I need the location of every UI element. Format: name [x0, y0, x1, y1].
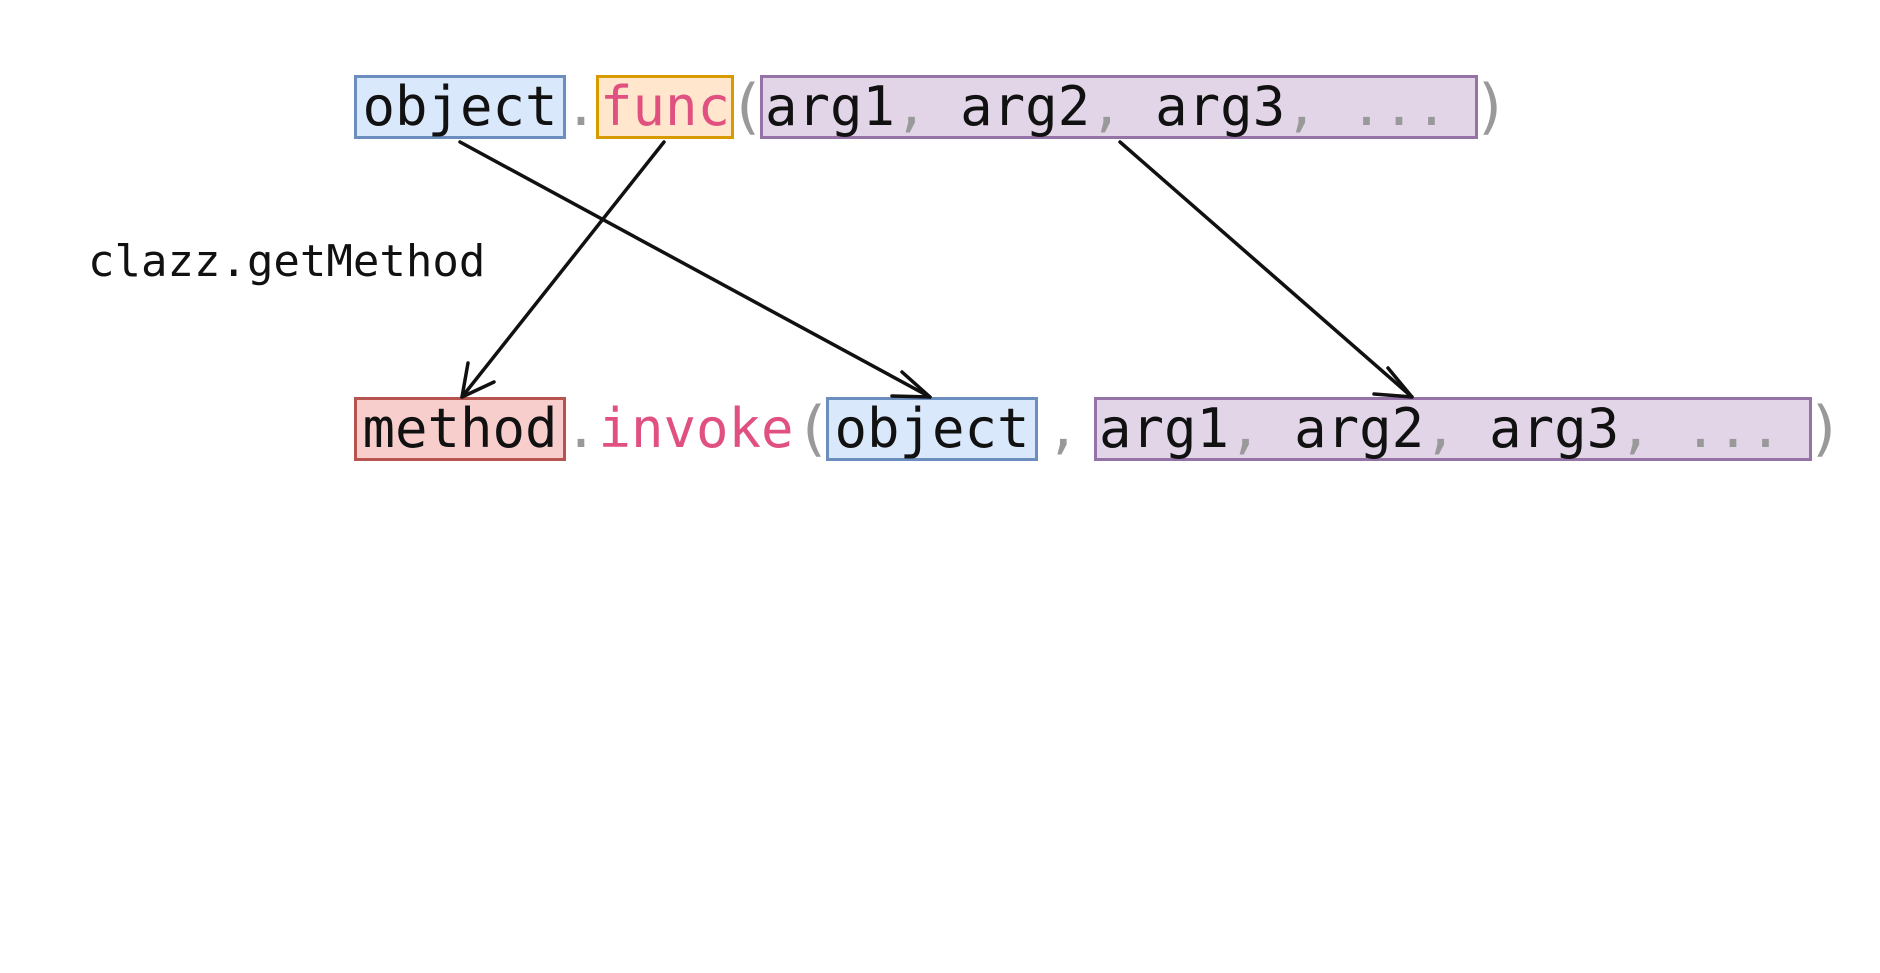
bottom-dot: . — [564, 397, 598, 460]
bottom-object-label: object — [834, 397, 1030, 460]
top-ellipsis: ... — [1350, 75, 1448, 138]
mapping-arrows — [458, 140, 1414, 399]
arrowhead-method — [460, 361, 496, 399]
top-object-box: object — [354, 75, 566, 139]
arrowhead-object — [890, 370, 932, 399]
top-arg-sep-3: , — [1285, 75, 1351, 138]
top-func-box: func — [596, 75, 734, 139]
bottom-call-expression: method . invoke ( object , arg1, arg2, a… — [0, 397, 1880, 461]
top-arg-sep-1: , — [895, 75, 961, 138]
bottom-arg-sep-2: , — [1424, 397, 1490, 460]
bottom-arg-1: arg1 — [1099, 397, 1230, 460]
top-func-label: func — [599, 75, 731, 138]
bottom-arg-sep-1: , — [1229, 397, 1295, 460]
bottom-method-label: method — [362, 397, 558, 460]
bottom-ellipsis: ... — [1684, 397, 1782, 460]
bottom-args-box: arg1, arg2, arg3, ... — [1094, 397, 1812, 461]
top-object-label: object — [362, 75, 558, 138]
arrowhead-args — [1372, 366, 1414, 399]
top-arg-3: arg3 — [1155, 75, 1286, 138]
top-arg-sep-2: , — [1090, 75, 1156, 138]
top-arg-1: arg1 — [765, 75, 896, 138]
top-arg-2: arg2 — [960, 75, 1091, 138]
top-close-paren: ) — [1472, 72, 1510, 142]
bottom-open-paren: ( — [794, 394, 832, 464]
bottom-method-box: method — [354, 397, 566, 461]
bottom-close-paren: ) — [1806, 394, 1844, 464]
bottom-object-box: object — [826, 397, 1038, 461]
get-method-annotation: clazz.getMethod — [88, 236, 486, 287]
top-args-box: arg1, arg2, arg3, ... — [760, 75, 1478, 139]
bottom-comma: , — [1046, 397, 1080, 460]
arrow-args-to-args — [1118, 140, 1414, 399]
top-call-expression: object . func ( arg1, arg2, arg3, ... ) — [0, 75, 1880, 139]
bottom-arg-2: arg2 — [1294, 397, 1425, 460]
bottom-invoke-label: invoke — [598, 397, 794, 460]
arrow-object-to-object — [458, 140, 932, 399]
top-dot: . — [564, 75, 598, 138]
bottom-arg-3: arg3 — [1489, 397, 1620, 460]
bottom-arg-sep-3: , — [1619, 397, 1685, 460]
arrow-func-to-method — [460, 140, 666, 399]
top-open-paren: ( — [728, 72, 766, 142]
